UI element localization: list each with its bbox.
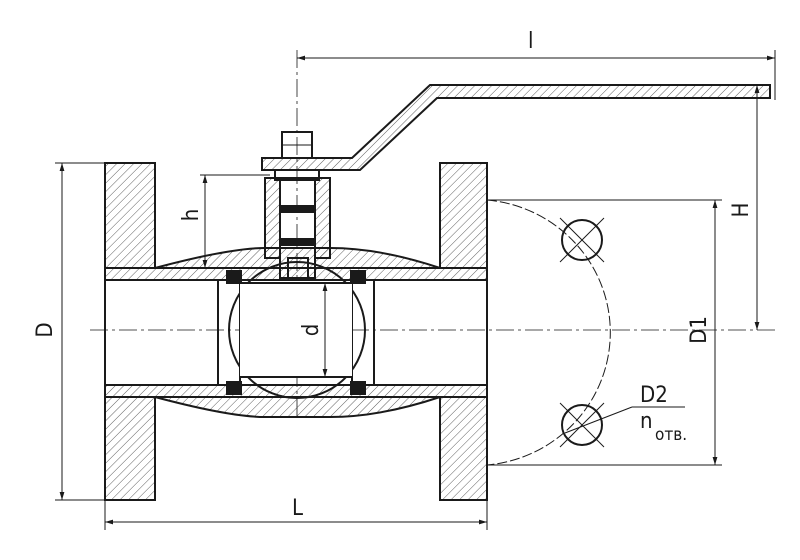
handle (261, 84, 771, 171)
label-D1: D1 (687, 316, 712, 344)
ball-seats (217, 270, 375, 395)
label-l: l (528, 29, 534, 54)
bolt-circle (486, 199, 611, 466)
label-h: h (179, 209, 204, 222)
label-n: n (640, 409, 653, 434)
bolt-hole-bottom (559, 402, 605, 448)
stem-housing (264, 177, 331, 279)
stem-nut (274, 131, 320, 181)
label-D2: D2 (640, 383, 668, 408)
label-d: d (299, 324, 324, 337)
label-H: H (729, 203, 754, 218)
label-L: L (292, 496, 303, 521)
left-flange (104, 162, 156, 501)
ball (228, 261, 366, 399)
dimension-lines (55, 50, 776, 530)
label-D: D (33, 322, 58, 337)
bolt-hole-top (559, 217, 605, 263)
right-flange (439, 162, 488, 501)
label-n-subscript: отв. (655, 425, 687, 445)
